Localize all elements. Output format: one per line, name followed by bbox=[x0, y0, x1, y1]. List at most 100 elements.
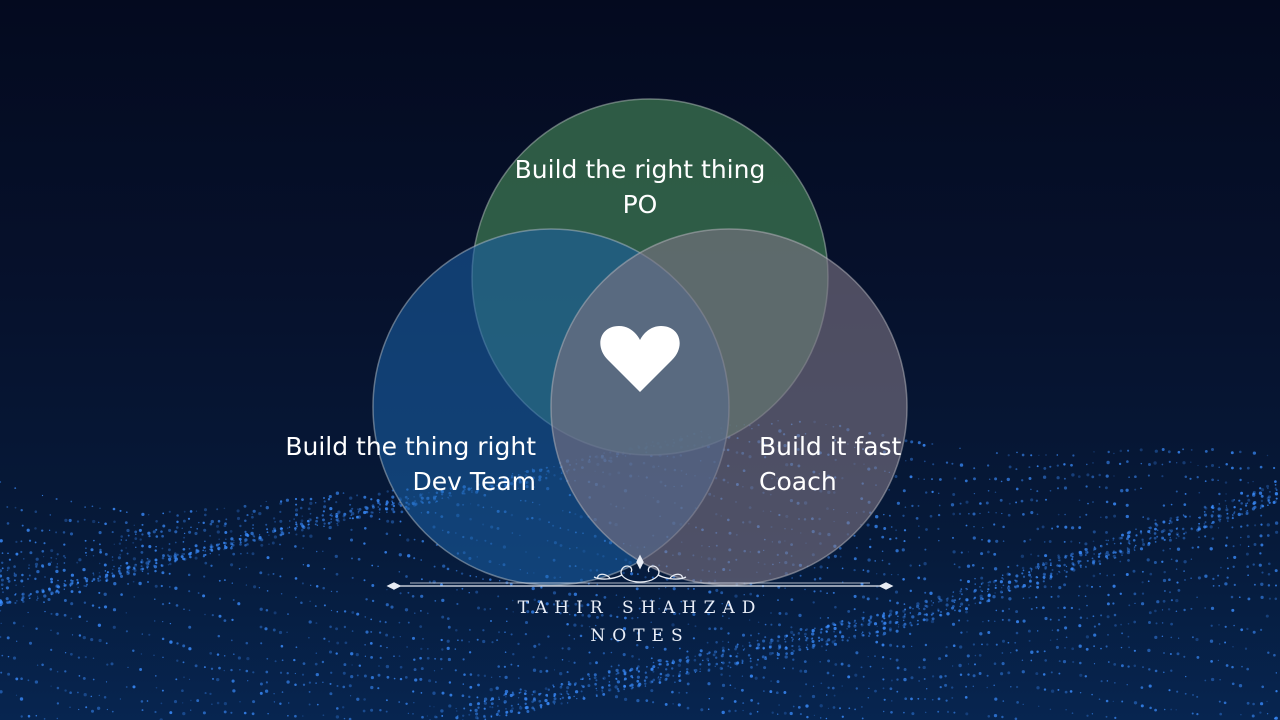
particle-dot bbox=[924, 591, 927, 594]
particle-dot bbox=[1035, 499, 1039, 502]
particle-dot bbox=[734, 594, 738, 598]
particle-dot bbox=[1217, 515, 1220, 518]
particle-dot bbox=[210, 543, 213, 546]
particle-dot bbox=[1007, 513, 1011, 517]
particle-dot bbox=[153, 565, 158, 569]
particle-dot bbox=[27, 594, 31, 598]
particle-dot bbox=[1211, 516, 1213, 519]
particle-dot bbox=[85, 554, 88, 557]
particle-dot bbox=[559, 612, 562, 615]
particle-dot bbox=[288, 531, 291, 534]
particle-dot bbox=[168, 510, 171, 513]
particle-dot bbox=[215, 524, 220, 528]
particle-dot bbox=[152, 530, 156, 534]
particle-dot bbox=[146, 557, 149, 560]
particle-dot bbox=[1218, 518, 1221, 522]
particle-dot bbox=[398, 553, 402, 557]
particle-dot bbox=[651, 576, 655, 579]
particle-dot bbox=[336, 524, 339, 527]
particle-dot bbox=[552, 591, 557, 595]
particle-dot bbox=[103, 563, 107, 567]
particle-dot bbox=[252, 527, 254, 530]
particle-dot bbox=[309, 512, 312, 515]
particle-dot bbox=[7, 580, 11, 583]
particle-dot bbox=[132, 557, 137, 561]
particle-dot bbox=[567, 604, 570, 608]
particle-dot bbox=[1140, 462, 1143, 465]
particle-dot bbox=[1154, 519, 1157, 522]
particle-dot bbox=[1086, 473, 1090, 477]
particle-dot bbox=[1086, 559, 1089, 562]
particle-dot bbox=[125, 539, 127, 541]
particle-dot bbox=[399, 520, 402, 523]
particle-dot bbox=[1107, 450, 1110, 454]
particle-dot bbox=[188, 547, 191, 550]
particle-dot bbox=[1049, 465, 1052, 468]
particle-dot bbox=[1092, 562, 1096, 566]
particle-dot bbox=[1176, 518, 1179, 521]
particle-dot bbox=[21, 524, 24, 527]
particle-dot bbox=[133, 563, 138, 567]
particle-dot bbox=[1154, 541, 1157, 543]
particle-dot bbox=[84, 539, 87, 542]
particle-dot bbox=[931, 478, 933, 481]
particle-dot bbox=[910, 440, 914, 444]
particle-dot bbox=[819, 565, 823, 569]
particle-dot bbox=[1028, 579, 1032, 583]
particle-dot bbox=[203, 528, 207, 532]
particle-dot bbox=[1211, 522, 1213, 524]
particle-dot bbox=[397, 502, 401, 506]
particle-dot bbox=[266, 528, 269, 531]
particle-dot bbox=[139, 538, 142, 541]
particle-dot bbox=[187, 517, 191, 520]
particle-dot bbox=[799, 627, 803, 631]
particle-dot bbox=[687, 587, 690, 590]
particle-dot bbox=[1092, 462, 1094, 464]
particle-dot bbox=[104, 552, 108, 556]
particle-dot bbox=[897, 573, 899, 576]
particle-dot bbox=[1211, 478, 1214, 482]
particle-dot bbox=[337, 517, 340, 519]
particle-dot bbox=[1112, 537, 1115, 540]
particle-dot bbox=[980, 576, 984, 580]
particle-dot bbox=[140, 565, 143, 568]
particle-dot bbox=[1246, 509, 1249, 512]
particle-dot bbox=[1129, 543, 1131, 545]
particle-dot bbox=[1048, 540, 1052, 543]
particle-dot bbox=[1146, 517, 1150, 521]
particle-dot bbox=[902, 489, 906, 493]
particle-dot bbox=[169, 562, 172, 566]
particle-dot bbox=[356, 508, 359, 511]
particle-dot bbox=[1016, 451, 1018, 454]
particle-dot bbox=[841, 620, 844, 623]
particle-dot bbox=[391, 507, 395, 511]
particle-dot bbox=[1, 587, 4, 590]
particle-dot bbox=[322, 496, 326, 500]
particle-dot bbox=[1260, 499, 1264, 503]
particle-dot bbox=[992, 595, 996, 599]
particle-dot bbox=[1149, 536, 1152, 539]
particle-dot bbox=[937, 600, 940, 603]
particle-dot bbox=[294, 529, 297, 531]
particle-dot bbox=[615, 594, 618, 596]
particle-dot bbox=[76, 561, 79, 564]
particle-dot bbox=[1219, 518, 1222, 521]
particle-dot bbox=[342, 518, 346, 522]
particle-dot bbox=[390, 520, 395, 524]
particle-dot bbox=[251, 515, 254, 519]
particle-dot bbox=[279, 543, 281, 546]
particle-dot bbox=[713, 627, 717, 631]
particle-dot bbox=[300, 519, 304, 523]
particle-dot bbox=[441, 598, 445, 603]
particle-dot bbox=[127, 534, 130, 537]
particle-dot bbox=[1099, 562, 1102, 566]
particle-dot bbox=[959, 463, 964, 467]
particle-dot bbox=[236, 516, 241, 521]
particle-dot bbox=[385, 508, 388, 511]
particle-dot bbox=[895, 529, 898, 532]
particle-dot bbox=[581, 613, 585, 617]
particle-dot bbox=[1169, 519, 1172, 522]
particle-dot bbox=[1015, 501, 1018, 504]
particle-dot bbox=[903, 603, 906, 605]
particle-dot bbox=[141, 567, 145, 571]
